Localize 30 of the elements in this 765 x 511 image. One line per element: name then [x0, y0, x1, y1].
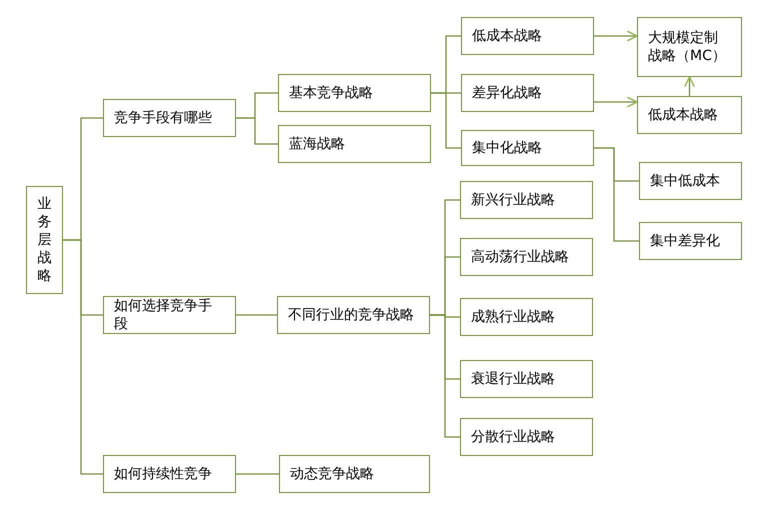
strategy-box: 低成本战略	[461, 17, 594, 55]
strategy-box: 差异化战略	[461, 74, 594, 112]
arrow	[594, 96, 638, 108]
strategy-box: 成熟行业战略	[460, 298, 593, 336]
connector-line	[236, 314, 277, 316]
strategy-box: 如何持续性竞争	[103, 455, 236, 493]
connector-line	[431, 92, 461, 149]
strategy-box: 蓝海战略	[278, 125, 431, 163]
strategy-box: 如何选择竞争手段	[103, 296, 236, 334]
connector-line	[236, 473, 279, 475]
connector-line	[594, 147, 639, 242]
connector-line	[236, 117, 278, 145]
strategy-box: 低成本战略	[637, 96, 742, 134]
strategy-box: 集中化战略	[461, 130, 594, 166]
strategy-box: 分散行业战略	[460, 418, 593, 456]
strategy-box: 业务层战略	[26, 186, 63, 294]
strategy-box: 大规模定制战略（MC）	[637, 17, 742, 77]
strategy-box: 基本竞争战略	[278, 74, 431, 112]
strategy-box: 高动荡行业战略	[460, 238, 593, 276]
arrow	[594, 30, 638, 42]
strategy-box: 新兴行业战略	[460, 181, 593, 219]
strategy-box: 竞争手段有哪些	[103, 99, 236, 137]
strategy-box: 不同行业的竞争战略	[277, 296, 430, 334]
connector-line	[63, 239, 103, 475]
strategy-box: 衰退行业战略	[460, 360, 593, 398]
strategy-box: 集中低成本	[639, 162, 742, 200]
strategy-box: 集中差异化	[639, 222, 742, 260]
connector-line	[430, 314, 460, 438]
arrow	[684, 76, 696, 96]
strategy-box: 动态竞争战略	[279, 455, 430, 493]
